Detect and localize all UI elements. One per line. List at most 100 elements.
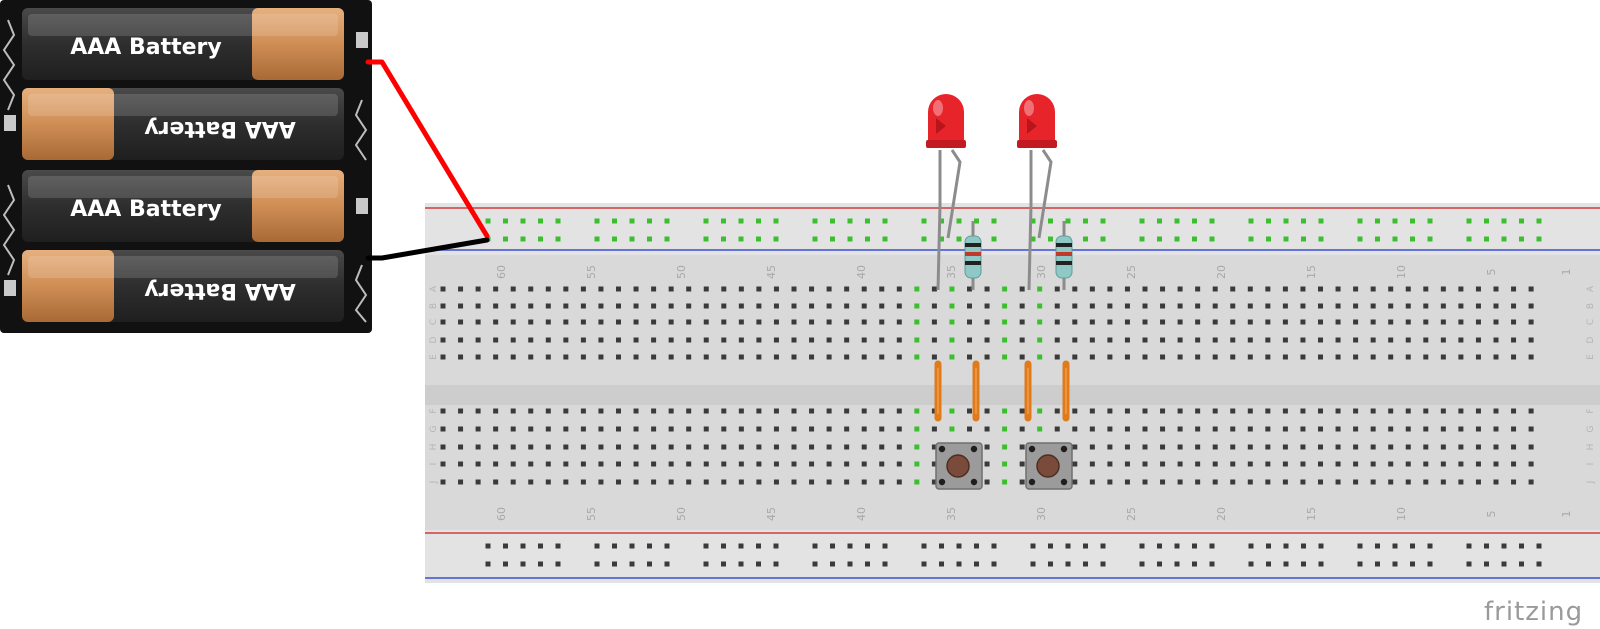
breadboard-hole[interactable] xyxy=(1230,303,1236,309)
breadboard-hole[interactable] xyxy=(791,354,797,360)
breadboard-hole[interactable] xyxy=(1392,543,1398,549)
breadboard-hole[interactable] xyxy=(1282,444,1288,450)
breadboard-hole[interactable] xyxy=(440,354,446,360)
breadboard-hole[interactable] xyxy=(1019,354,1025,360)
breadboard-hole[interactable] xyxy=(1089,461,1095,467)
breadboard-hole[interactable] xyxy=(1283,561,1289,567)
breadboard-hole[interactable] xyxy=(1405,461,1411,467)
breadboard-hole[interactable] xyxy=(1458,408,1464,414)
breadboard-hole[interactable] xyxy=(1493,286,1499,292)
breadboard-hole[interactable] xyxy=(668,354,674,360)
breadboard-hole[interactable] xyxy=(1160,444,1166,450)
breadboard-hole[interactable] xyxy=(686,286,692,292)
breadboard-hole[interactable] xyxy=(1353,408,1359,414)
breadboard-hole[interactable] xyxy=(1475,461,1481,467)
connected-hole[interactable] xyxy=(1466,218,1472,224)
breadboard-hole[interactable] xyxy=(555,543,561,549)
breadboard-hole[interactable] xyxy=(563,354,569,360)
breadboard-hole[interactable] xyxy=(1335,479,1341,485)
breadboard-hole[interactable] xyxy=(809,444,815,450)
breadboard-hole[interactable] xyxy=(475,408,481,414)
breadboard-hole[interactable] xyxy=(647,561,652,567)
breadboard-hole[interactable] xyxy=(580,337,586,343)
breadboard-hole[interactable] xyxy=(882,543,888,549)
breadboard-hole[interactable] xyxy=(1247,461,1253,467)
connected-hole[interactable] xyxy=(1192,236,1197,242)
breadboard-hole[interactable] xyxy=(545,286,551,292)
breadboard-hole[interactable] xyxy=(1475,319,1481,325)
breadboard-hole[interactable] xyxy=(1195,303,1201,309)
breadboard-hole[interactable] xyxy=(686,479,692,485)
breadboard-hole[interactable] xyxy=(458,479,464,485)
breadboard-hole[interactable] xyxy=(1458,444,1464,450)
breadboard-hole[interactable] xyxy=(1466,561,1472,567)
breadboard-hole[interactable] xyxy=(791,337,797,343)
breadboard-hole[interactable] xyxy=(485,543,491,549)
breadboard-hole[interactable] xyxy=(1357,561,1363,567)
connected-hole[interactable] xyxy=(612,236,617,242)
resistor[interactable] xyxy=(964,221,982,290)
connected-hole[interactable] xyxy=(721,218,726,224)
breadboard-hole[interactable] xyxy=(563,479,569,485)
breadboard-hole[interactable] xyxy=(738,461,744,467)
breadboard-hole[interactable] xyxy=(826,426,832,432)
breadboard-hole[interactable] xyxy=(475,444,481,450)
breadboard-hole[interactable] xyxy=(1142,354,1148,360)
breadboard-hole[interactable] xyxy=(1265,337,1271,343)
breadboard-hole[interactable] xyxy=(1083,561,1088,567)
breadboard-hole[interactable] xyxy=(1475,408,1481,414)
led[interactable] xyxy=(926,94,966,291)
breadboard-hole[interactable] xyxy=(598,408,604,414)
breadboard-hole[interactable] xyxy=(545,461,551,467)
breadboard-hole[interactable] xyxy=(1353,354,1359,360)
breadboard-hole[interactable] xyxy=(1212,408,1218,414)
breadboard-hole[interactable] xyxy=(1353,479,1359,485)
breadboard-hole[interactable] xyxy=(861,461,867,467)
breadboard-hole[interactable] xyxy=(1458,303,1464,309)
breadboard-hole[interactable] xyxy=(1265,444,1271,450)
breadboard-hole[interactable] xyxy=(1528,337,1534,343)
breadboard-hole[interactable] xyxy=(647,543,652,549)
breadboard-hole[interactable] xyxy=(510,354,516,360)
breadboard-hole[interactable] xyxy=(756,561,761,567)
breadboard-hole[interactable] xyxy=(1177,337,1183,343)
breadboard-hole[interactable] xyxy=(896,444,902,450)
breadboard-hole[interactable] xyxy=(651,461,657,467)
breadboard-hole[interactable] xyxy=(882,561,888,567)
breadboard-hole[interactable] xyxy=(493,319,499,325)
breadboard-hole[interactable] xyxy=(844,337,850,343)
breadboard-hole[interactable] xyxy=(826,479,832,485)
breadboard-hole[interactable] xyxy=(738,444,744,450)
breadboard-hole[interactable] xyxy=(528,461,534,467)
breadboard-hole[interactable] xyxy=(1054,337,1060,343)
breadboard-hole[interactable] xyxy=(931,319,937,325)
breadboard-hole[interactable] xyxy=(633,286,639,292)
breadboard-hole[interactable] xyxy=(809,408,815,414)
breadboard-hole[interactable] xyxy=(580,444,586,450)
breadboard-hole[interactable] xyxy=(721,354,727,360)
breadboard-hole[interactable] xyxy=(773,444,779,450)
breadboard-hole[interactable] xyxy=(773,426,779,432)
connected-hole[interactable] xyxy=(1536,236,1542,242)
breadboard-hole[interactable] xyxy=(844,303,850,309)
breadboard-hole[interactable] xyxy=(1195,426,1201,432)
breadboard-hole[interactable] xyxy=(1301,561,1306,567)
breadboard-hole[interactable] xyxy=(812,561,818,567)
breadboard-hole[interactable] xyxy=(1160,303,1166,309)
breadboard-hole[interactable] xyxy=(1142,461,1148,467)
breadboard-hole[interactable] xyxy=(721,303,727,309)
breadboard-hole[interactable] xyxy=(1019,408,1025,414)
connected-hole[interactable] xyxy=(914,408,920,414)
breadboard-hole[interactable] xyxy=(1142,303,1148,309)
breadboard-hole[interactable] xyxy=(633,337,639,343)
breadboard-hole[interactable] xyxy=(1423,354,1429,360)
connected-hole[interactable] xyxy=(1048,236,1053,242)
breadboard-hole[interactable] xyxy=(1124,354,1130,360)
breadboard-hole[interactable] xyxy=(598,337,604,343)
connected-hole[interactable] xyxy=(1002,426,1008,432)
button-cap[interactable] xyxy=(1036,454,1060,478)
connected-hole[interactable] xyxy=(1519,218,1524,224)
connected-hole[interactable] xyxy=(865,218,870,224)
breadboard-hole[interactable] xyxy=(1072,461,1078,467)
breadboard-hole[interactable] xyxy=(1300,337,1306,343)
